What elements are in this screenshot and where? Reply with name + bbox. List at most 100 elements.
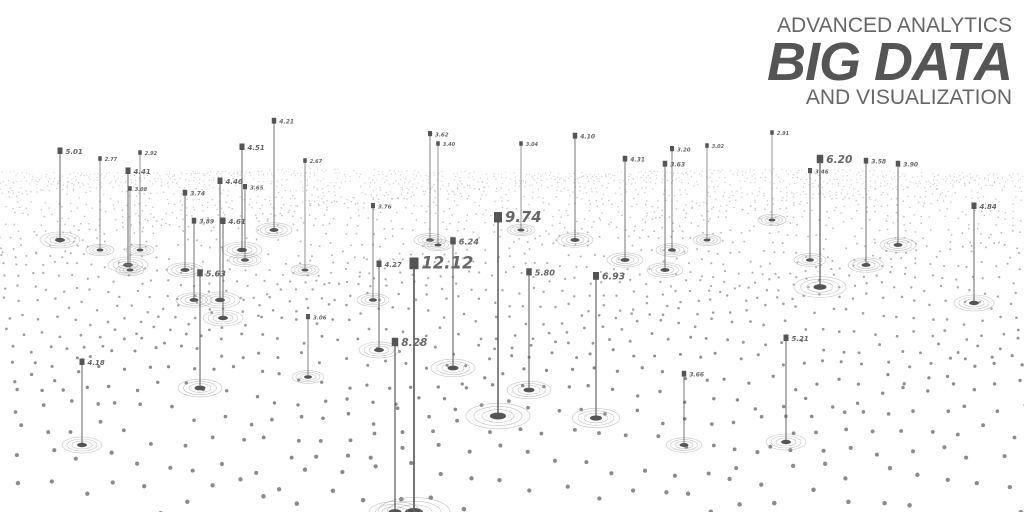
grid-dot <box>532 275 535 279</box>
grid-dot <box>676 200 678 202</box>
grid-dot <box>1006 262 1009 265</box>
grid-dot <box>589 203 592 205</box>
grid-dot <box>916 175 919 177</box>
grid-dot <box>729 200 731 203</box>
grid-dot <box>435 204 437 206</box>
grid-dot <box>276 487 282 492</box>
grid-dot <box>317 196 319 198</box>
grid-dot <box>953 176 956 178</box>
grid-dot <box>628 175 630 178</box>
grid-dot <box>723 191 726 193</box>
grid-dot <box>1018 268 1021 271</box>
grid-dot <box>949 240 952 243</box>
grid-dot <box>178 225 181 228</box>
grid-dot <box>747 212 749 215</box>
grid-dot <box>136 289 140 293</box>
grid-dot <box>992 382 997 386</box>
grid-dot <box>725 204 728 206</box>
grid-dot <box>173 203 176 206</box>
grid-dot <box>466 248 468 251</box>
grid-dot <box>455 418 460 423</box>
grid-dot <box>1009 302 1013 306</box>
grid-dot <box>638 273 641 276</box>
grid-dot <box>47 180 50 183</box>
grid-dot <box>588 180 590 182</box>
grid-dot <box>201 260 204 263</box>
grid-dot <box>977 183 980 185</box>
grid-dot <box>554 178 556 181</box>
grid-dot <box>542 201 545 204</box>
grid-dot <box>33 230 36 233</box>
grid-dot <box>166 174 168 176</box>
grid-dot <box>845 247 848 250</box>
grid-dot <box>505 177 507 179</box>
grid-dot <box>309 172 312 174</box>
grid-dot <box>805 178 807 181</box>
grid-dot <box>196 172 198 174</box>
grid-dot <box>207 172 209 174</box>
grid-dot <box>404 206 407 209</box>
grid-dot <box>309 259 312 262</box>
grid-dot <box>16 173 18 175</box>
grid-dot <box>842 175 845 177</box>
grid-dot <box>886 372 890 377</box>
grid-dot <box>701 170 703 172</box>
grid-dot <box>190 172 193 175</box>
grid-dot <box>645 176 648 178</box>
grid-dot <box>813 172 815 175</box>
grid-dot <box>383 227 386 230</box>
grid-dot <box>952 184 954 186</box>
grid-dot <box>508 255 511 258</box>
grid-dot <box>915 472 920 477</box>
grid-dot <box>598 178 600 180</box>
grid-dot <box>433 184 435 186</box>
grid-dot <box>724 181 726 184</box>
grid-dot <box>250 174 252 176</box>
grid-dot <box>323 195 325 197</box>
grid-dot <box>852 194 855 197</box>
grid-dot <box>992 361 996 366</box>
grid-dot <box>998 276 1001 279</box>
grid-dot <box>920 215 923 218</box>
grid-dot <box>632 290 635 293</box>
grid-dot <box>320 180 322 182</box>
grid-dot <box>198 182 200 184</box>
grid-dot <box>648 267 651 270</box>
grid-dot <box>848 274 851 277</box>
grid-dot <box>112 280 115 283</box>
grid-dot <box>928 303 931 307</box>
grid-dot <box>20 187 22 189</box>
grid-dot <box>572 427 577 432</box>
grid-dot <box>257 170 259 173</box>
grid-dot <box>598 217 601 219</box>
title-subheading: ADVANCED ANALYTICS <box>777 14 1012 37</box>
grid-dot <box>747 286 750 289</box>
grid-dot <box>661 313 665 317</box>
grid-dot <box>781 363 785 367</box>
grid-dot <box>970 190 973 192</box>
grid-dot <box>565 209 568 212</box>
grid-dot <box>520 271 523 275</box>
marker-head <box>895 160 901 167</box>
grid-dot <box>361 192 363 194</box>
grid-dot <box>48 207 50 209</box>
grid-dot <box>345 280 349 284</box>
grid-dot <box>194 172 196 175</box>
grid-dot <box>468 184 471 187</box>
grid-dot <box>933 175 936 178</box>
grid-dot <box>155 256 158 259</box>
grid-dot <box>263 189 265 191</box>
grid-dot <box>494 337 498 341</box>
grid-dot <box>21 212 24 215</box>
grid-dot <box>532 191 534 193</box>
grid-dot <box>975 175 978 177</box>
grid-dot <box>89 178 91 180</box>
grid-dot <box>385 284 388 287</box>
grid-dot <box>397 197 399 199</box>
grid-dot <box>332 217 335 220</box>
grid-dot <box>567 302 570 306</box>
grid-dot <box>580 227 583 230</box>
grid-dot <box>570 175 572 177</box>
grid-dot <box>521 304 525 308</box>
grid-dot <box>907 503 912 508</box>
